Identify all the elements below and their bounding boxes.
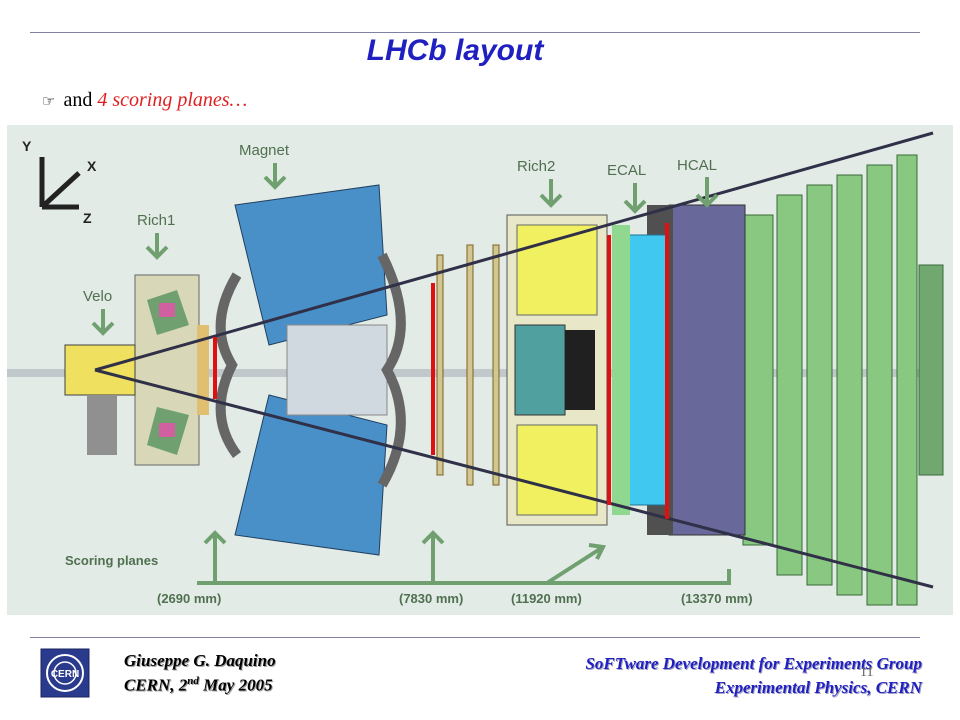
velo-label: Velo [83,288,112,305]
scoring-planes-label: Scoring planes [65,553,158,568]
footer-group: SoFTware Development for Experiments Gro… [585,654,922,673]
muon-stations [742,154,944,606]
beam-pipe [7,369,943,377]
axes-icon [39,157,81,210]
pointing-hand-icon: ☞ [42,92,56,110]
top-rule [30,32,920,33]
hcal-body [668,204,746,536]
cern-logo: CERN [40,648,90,698]
ecal-body [628,234,668,506]
slide-title: LHCb layout [366,34,544,67]
hcal-label: HCAL [677,157,717,174]
plane-3-position: (11920 mm) [511,591,582,606]
axis-x-label: X [87,158,97,174]
footer-date: CERN, 2nd May 2005 [124,675,273,696]
footer-date-prefix: CERN, 2 [124,675,188,695]
scoring-plane-lines [213,223,669,519]
footer-author: Giuseppe G. Daquino [124,651,276,670]
magnet-label: Magnet [239,142,290,159]
footer-date-sup: nd [187,675,199,687]
footer-dept: Experimental Physics, CERN [714,678,922,697]
footer-date-suffix: May 2005 [198,675,273,695]
cern-logo-text: CERN [51,669,79,680]
lhcb-layout-diagram: Y X Z [7,125,953,615]
ecal-label: ECAL [607,162,646,179]
plane-1-position: (2690 mm) [157,591,221,606]
bullet-prefix: and [63,89,93,111]
down-arrow-icons [91,163,719,336]
bullet-line: ☞ and 4 scoring planes… [42,89,247,112]
rich1-label: Rich1 [137,212,175,229]
tracking-stations [436,244,500,486]
plane-4-position: (13370 mm) [681,591,753,606]
plane-2-position: (7830 mm) [399,591,463,606]
bottom-rule [30,637,920,638]
preshower [612,225,630,515]
bullet-highlight: 4 scoring planes… [97,89,248,111]
rich2-label: Rich2 [517,158,555,175]
acceptance-cone [94,131,934,589]
rich1-body [134,274,209,466]
page-number: 11 [860,665,874,680]
axis-y-label: Y [22,138,32,154]
scoring-pointer-arrows [197,530,731,585]
rich2-body [506,214,608,526]
axis-z-label: Z [83,210,92,226]
